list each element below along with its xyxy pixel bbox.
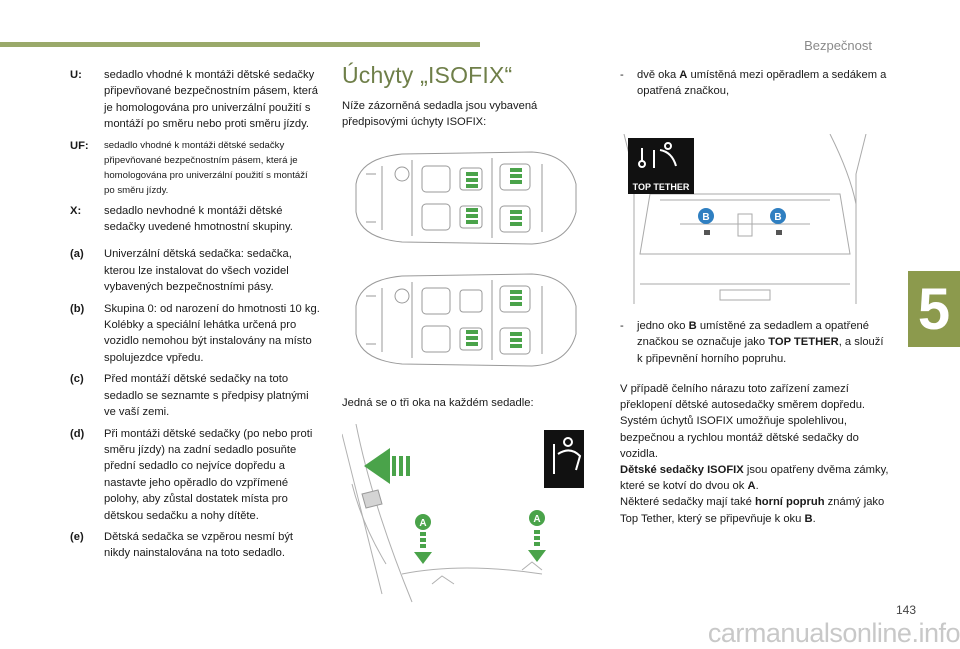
isofix-title: Úchyty „ISOFIX“ (342, 62, 513, 88)
trunk-top-tether-illustration: TOP TETHER B B (620, 134, 870, 308)
isofix-description: V případě čelního nárazu toto zařízení z… (620, 381, 890, 527)
top-tether-label: TOP TETHER (633, 182, 690, 192)
definition-uf: UF: sedadlo vhodné k montáži dětské seda… (70, 139, 308, 196)
bullet-rings-a: - dvě oka A umístěná mezi opěradlem a se… (620, 69, 887, 98)
header-accent-bar (0, 42, 480, 47)
watermark: carmanualsonline.info (707, 618, 960, 648)
three-rings-text: Jedná se o tři oka na každém sedadle: (342, 397, 534, 409)
page-number: 143 (895, 603, 916, 617)
ring-b-label-1: B (702, 212, 709, 223)
paragraph-isofix-seats: Dětské sedačky ISOFIX jsou opatřeny dvěm… (620, 464, 889, 493)
paragraph-frontal-impact: V případě čelního nárazu toto zařízení z… (620, 383, 866, 412)
chapter-tab: 5 (908, 271, 960, 347)
note-e: (e) Dětská sedačka se vzpěrou nesmí být … (70, 530, 294, 560)
note-b: (b) Skupina 0: od narození do hmotnosti … (70, 302, 320, 364)
isofix-intro: Níže zázorněná sedadla jsou vybavená pře… (342, 100, 538, 129)
section-title: Bezpečnost (804, 38, 872, 53)
definition-x: X: sedadlo nevhodné k montáži dětské sed… (70, 204, 293, 234)
left-column: U: sedadlo vhodné k montáži dětské sedač… (70, 67, 320, 567)
paragraph-system: Systém úchytů ISOFIX umožňuje spolehlivo… (620, 415, 859, 460)
bullet-ring-b: - jedno oko B umístěné za sedadlem a opa… (620, 320, 884, 365)
definition-u: U: sedadlo vhodné k montáži dětské sedač… (70, 69, 318, 131)
ring-a-label-1: A (419, 518, 426, 529)
right-column-top: - dvě oka A umístěná mezi opěradlem a se… (620, 67, 890, 100)
note-c: (c) Před montáží dětské sedačky na toto … (70, 373, 309, 419)
middle-column: Úchyty „ISOFIX“ Níže zázorněná sedadla j… (342, 62, 582, 131)
seat-anchors-illustration: A A (342, 424, 584, 604)
note-d: (d) Při montáži dětské sedačky (po nebo … (70, 427, 313, 522)
note-a: (a) Univerzální dětská sedačka: sedačka,… (70, 248, 292, 294)
ring-a-label-2: A (533, 514, 540, 525)
car-top-view-1-illustration (342, 144, 584, 252)
paragraph-top-tether: Některé sedačky mají také horní popruh z… (620, 496, 885, 525)
ring-b-label-2: B (774, 212, 781, 223)
car-top-view-2-illustration (342, 266, 584, 374)
right-column-bullet-b: - jedno oko B umístěné za sedadlem a opa… (620, 318, 890, 367)
